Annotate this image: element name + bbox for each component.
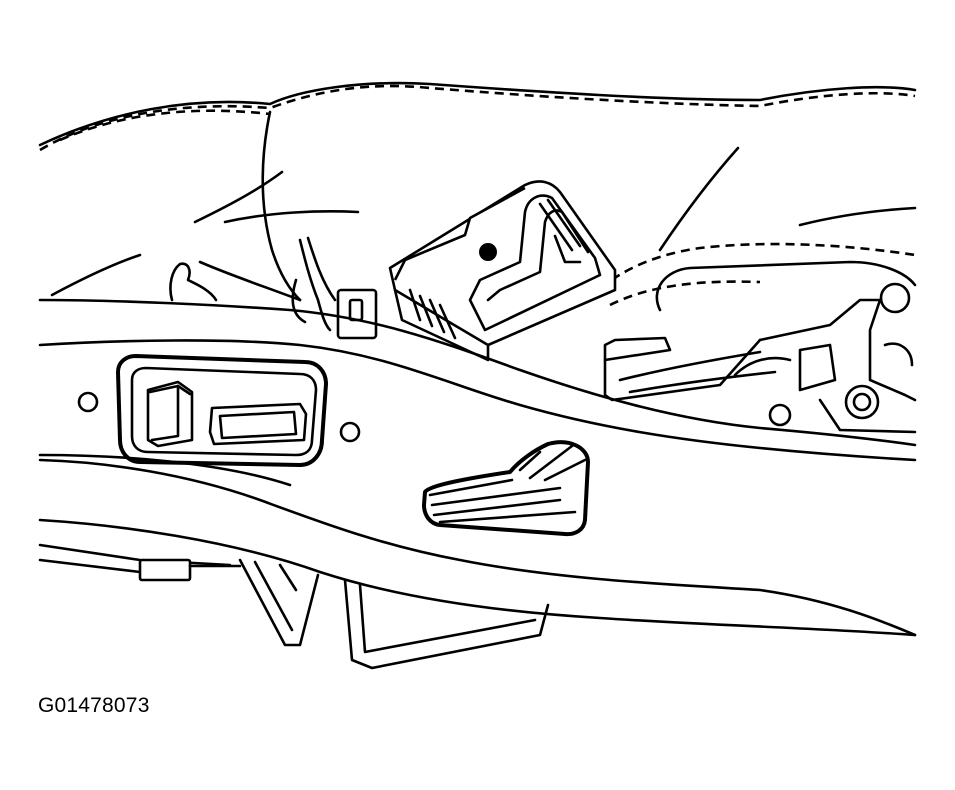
switch-module <box>388 180 617 362</box>
seat-track <box>38 543 550 670</box>
figure-id-label: G01478073 <box>38 694 150 717</box>
seatback-switch <box>146 380 194 448</box>
seat-adjuster-mechanism <box>603 260 917 434</box>
seat-adjuster-switch <box>422 440 590 537</box>
trim-fastener-icon <box>77 391 99 413</box>
wire-harness <box>169 236 378 340</box>
module-screw-icon <box>479 243 497 261</box>
trim-fastener-icon <box>339 421 361 443</box>
seat-cushion <box>38 81 917 307</box>
seat-switch-bezel <box>77 354 361 467</box>
side-trim-panel <box>38 298 917 637</box>
connector-plug <box>138 558 192 582</box>
lumbar-switch <box>208 402 308 446</box>
